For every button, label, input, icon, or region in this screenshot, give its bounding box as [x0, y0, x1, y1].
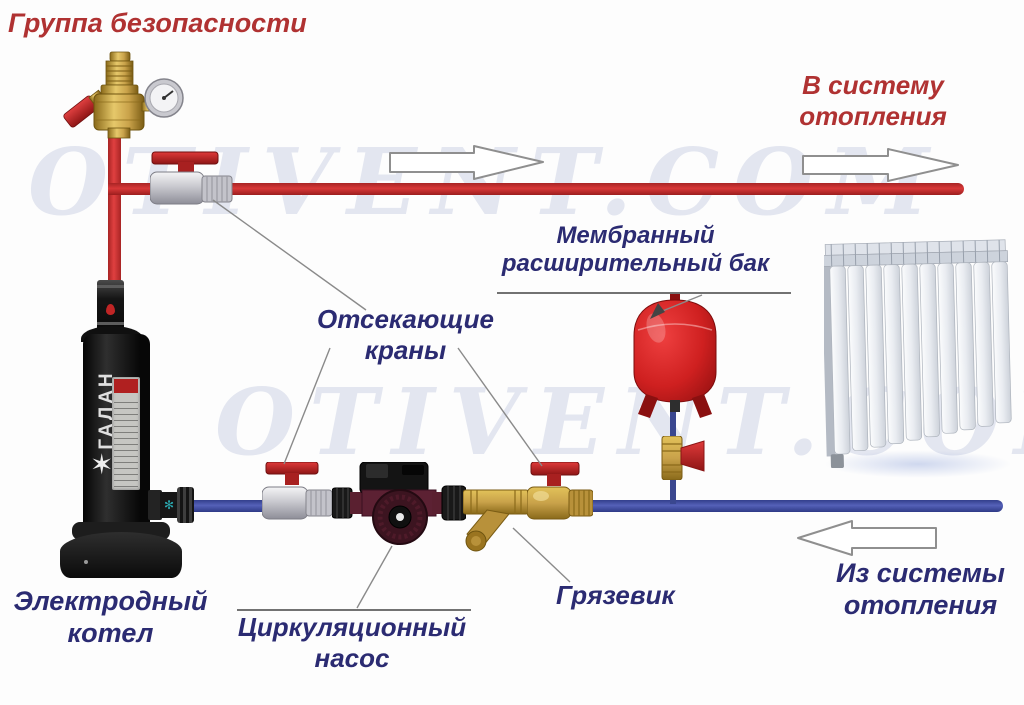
- expansion-tank-valve: [661, 436, 705, 480]
- radiator-fins: [830, 239, 1001, 267]
- tank-body: [633, 299, 717, 403]
- label-boiler: Электродный котел: [13, 586, 208, 648]
- label-strainer: Грязевик: [556, 580, 675, 610]
- boiler-plate-badge: [114, 379, 138, 393]
- boiler-heat-indicator-icon: [106, 304, 115, 315]
- label-to-system: В систему отопления: [799, 70, 947, 131]
- valve-body: [527, 486, 572, 520]
- valve-coupling: [305, 489, 332, 517]
- expansion-tank: [633, 294, 717, 418]
- valve-stem: [285, 473, 299, 485]
- label-from-system: Из системы отопления: [836, 558, 1005, 620]
- boiler-outlet-flange: [148, 490, 162, 520]
- safety-group: [63, 51, 184, 139]
- dirt-strainer: [463, 489, 530, 552]
- flow-arrow-return-left: [797, 520, 937, 556]
- radiator: [824, 239, 1012, 468]
- boiler-base: [60, 532, 182, 578]
- electrode-boiler: ГАЛАН ✶ ✻: [52, 268, 202, 602]
- circulation-pump: [332, 462, 466, 545]
- boiler-plate-text-lines: [114, 397, 138, 487]
- label-safety-group: Группа безопасности: [8, 8, 307, 38]
- valve-stem: [547, 474, 561, 486]
- pump-flange-right: [432, 492, 444, 514]
- supply-pipe-horizontal: [108, 183, 964, 195]
- label-pump: Циркуляционный насос: [237, 612, 467, 673]
- shutoff-valve-return: [262, 462, 332, 520]
- radiator-end-panel: [824, 260, 836, 457]
- tank-leg-right: [692, 394, 712, 418]
- radiator-sections: [829, 261, 1012, 455]
- label-expansion-tank: Мембранный расширительный бак: [501, 222, 770, 278]
- tank-leg-left: [638, 394, 658, 418]
- valve-body: [262, 486, 309, 520]
- pump-union-left: [332, 487, 353, 519]
- valve-coupling: [568, 489, 593, 517]
- valve-handle: [530, 462, 580, 476]
- valve-handle: [680, 440, 705, 472]
- pressure-gauge-icon: [141, 78, 184, 118]
- label-shutoff-valves: Отсекающие краны: [316, 304, 494, 365]
- radiator-foot: [830, 454, 844, 468]
- valve-body: [150, 171, 205, 205]
- shutoff-valve-supply: [150, 151, 233, 205]
- valve-handle: [265, 462, 319, 475]
- valve-stem: [178, 162, 194, 173]
- boiler-base-screw: [84, 560, 88, 564]
- boiler-star-icon: ✶: [90, 449, 114, 480]
- boiler-outlet-icon: ✻: [160, 492, 178, 518]
- boiler-outlet-nut: [177, 487, 194, 523]
- safety-group-body: [93, 93, 145, 139]
- relief-valve-icon: [100, 51, 139, 96]
- supply-pipe-vertical: [108, 132, 121, 288]
- strainer-body: [463, 489, 530, 515]
- shutoff-valve-brass: [527, 462, 593, 520]
- boiler-spec-plate: [112, 377, 140, 490]
- valve-body: [661, 436, 683, 480]
- tank-outlet: [670, 400, 680, 412]
- radiator-shadow: [824, 450, 1012, 478]
